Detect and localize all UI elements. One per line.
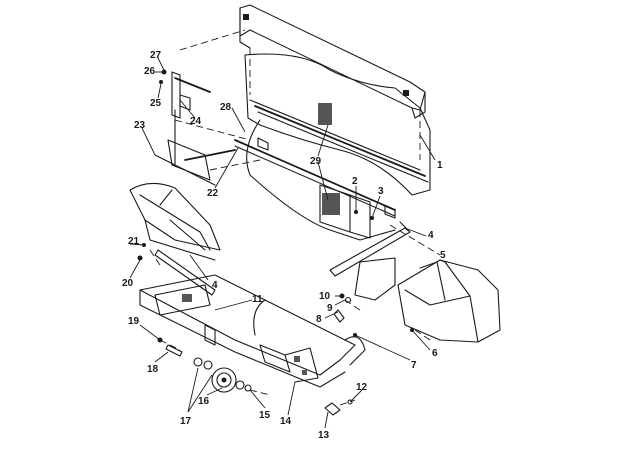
callout-10: 10: [319, 291, 331, 302]
cross-rod: [329, 221, 411, 277]
callout-24: 24: [190, 116, 202, 127]
shield-plate: [319, 184, 374, 239]
callout-7: 7: [411, 360, 417, 371]
discharge-chute: [354, 257, 501, 343]
assembly-dash-lines: [149, 29, 441, 406]
callout-8: 8: [316, 314, 322, 325]
callout-23: 23: [134, 120, 146, 131]
callout-4-upper: 4: [428, 230, 434, 241]
rear-panel: [239, 4, 426, 160]
callout-20: 20: [122, 278, 134, 289]
pivot-bar: [234, 137, 396, 219]
callout-29: 29: [310, 156, 322, 167]
callout-6: 6: [432, 348, 438, 359]
callout-27: 27: [150, 50, 162, 61]
main-housing: [139, 274, 366, 388]
wheel-assembly: [157, 337, 252, 393]
callout-15: 15: [259, 410, 271, 421]
callout-17: 17: [180, 416, 192, 427]
callout-12: 12: [356, 382, 368, 393]
hopper-panel: [129, 182, 221, 261]
callout-4-lower: 4: [212, 280, 218, 291]
callout-22: 22: [207, 188, 219, 199]
callout-19: 19: [128, 316, 140, 327]
callout-21: 21: [128, 236, 140, 247]
callout-1: 1: [437, 160, 443, 171]
deflector-sheet: [244, 53, 431, 241]
callout-16: 16: [198, 396, 210, 407]
leader-lines: [129, 57, 448, 429]
callout-2: 2: [352, 176, 358, 187]
callout-9: 9: [327, 303, 333, 314]
callout-14: 14: [280, 416, 292, 427]
callout-11: 11: [252, 294, 263, 305]
callout-18: 18: [147, 364, 159, 375]
callout-5: 5: [440, 250, 446, 261]
callout-3: 3: [378, 186, 384, 197]
small-hardware: [137, 243, 414, 416]
left-bracket: [154, 69, 236, 186]
lower-rod: [154, 249, 216, 296]
callout-labels: 1 2 3 4 4 5 6 7 8 9 10 11 12 13 14 15 16…: [122, 50, 446, 441]
callout-25: 25: [150, 98, 162, 109]
callout-26: 26: [144, 66, 156, 77]
callout-28: 28: [220, 102, 232, 113]
callout-13: 13: [318, 430, 330, 441]
